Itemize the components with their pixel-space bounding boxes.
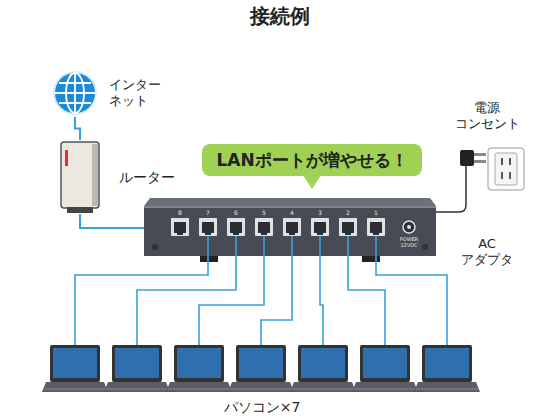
lan-cables: [75, 236, 447, 345]
bubble-tail: [303, 175, 321, 189]
switch-hub: [407, 225, 411, 229]
outlet-icon: [488, 148, 524, 190]
lan-ports: [255, 218, 273, 236]
laptops: [290, 345, 356, 392]
laptops: [228, 345, 294, 392]
port-number: 3: [313, 209, 327, 216]
globe-icon: [51, 69, 99, 117]
lan-cables: [137, 236, 236, 345]
pc-count: パソコン×7: [202, 399, 322, 416]
lan-ports: [227, 218, 245, 236]
lan-ports: [171, 218, 189, 236]
outlet-icon: [509, 158, 511, 165]
switch-hub: [144, 198, 436, 206]
internet-globe: インター ネット: [51, 69, 179, 117]
port-number: 8: [173, 209, 187, 216]
outlet-icon: [501, 172, 503, 179]
outlet-icon: [447, 147, 527, 191]
router-box: ルーター: [55, 140, 199, 214]
callout-bubble: LANポートが増やせる！: [202, 144, 421, 176]
router-icon: [55, 140, 105, 214]
node-text: インター ネット: [109, 77, 179, 108]
lan-ports: [199, 218, 217, 236]
node-text: 電源 コンセント: [447, 100, 527, 131]
laptops: [414, 345, 480, 392]
laptops: [42, 345, 108, 392]
lan-ports: [171, 218, 385, 236]
switch-hub: [144, 206, 436, 256]
port-number: 4: [285, 209, 299, 216]
router-icon: [61, 142, 99, 208]
globe-icon: [55, 73, 95, 113]
lan-ports: [283, 218, 301, 236]
ac-adapter: [474, 153, 486, 156]
laptops: [104, 345, 170, 392]
title: 接続例: [0, 3, 560, 30]
globe-icon: [59, 83, 91, 103]
globe-icon: [51, 69, 99, 117]
lan-ports: [367, 218, 385, 236]
bubble-tail: [303, 175, 321, 189]
ac-adapter: [474, 160, 486, 163]
switch-hub: [422, 244, 428, 250]
lan-ports: [339, 218, 357, 236]
globe-icon: [53, 71, 97, 115]
lan-cables: [348, 236, 385, 345]
node-text: ルーター: [119, 169, 199, 186]
lan-cables: [320, 236, 323, 345]
switch-hub: [144, 198, 436, 262]
node-text: LANポートが増やせる！: [216, 150, 407, 170]
outlet-icon: [509, 172, 511, 179]
router-icon: [55, 140, 105, 214]
ac-adapter: [436, 150, 486, 212]
port-number: 7: [201, 209, 215, 216]
globe-icon: [55, 92, 95, 94]
ac-adapter: [436, 166, 466, 212]
adapter-label: AC アダプタ: [455, 236, 519, 267]
router-icon: [92, 144, 98, 206]
outlet-icon: [495, 153, 517, 185]
outlet-icon: [487, 147, 525, 191]
outlet-icon: [501, 158, 503, 165]
switch-hub: [362, 256, 380, 262]
switch-hub: [152, 244, 158, 250]
switch-hub: [200, 256, 218, 262]
router-icon: [67, 207, 93, 213]
lan-cables: [376, 236, 447, 345]
network-cable: [75, 117, 80, 140]
laptops: [42, 345, 480, 392]
laptops: [166, 345, 232, 392]
lan-cables: [199, 236, 264, 345]
port-number: 2: [341, 209, 355, 216]
ac-adapter: [460, 150, 474, 166]
power-label: POWER 12VDC: [395, 236, 423, 248]
switch-hub: [403, 221, 415, 233]
router-icon: [65, 150, 68, 166]
lan-ports: [311, 218, 329, 236]
lan-cables: [261, 236, 292, 345]
port-number: 5: [257, 209, 271, 216]
port-number: 6: [229, 209, 243, 216]
laptops: [352, 345, 418, 392]
power-outlet: 電源 コンセント: [447, 100, 527, 191]
switch-hub: [144, 206, 436, 208]
globe-icon: [55, 73, 95, 113]
port-number: 1: [369, 209, 383, 216]
